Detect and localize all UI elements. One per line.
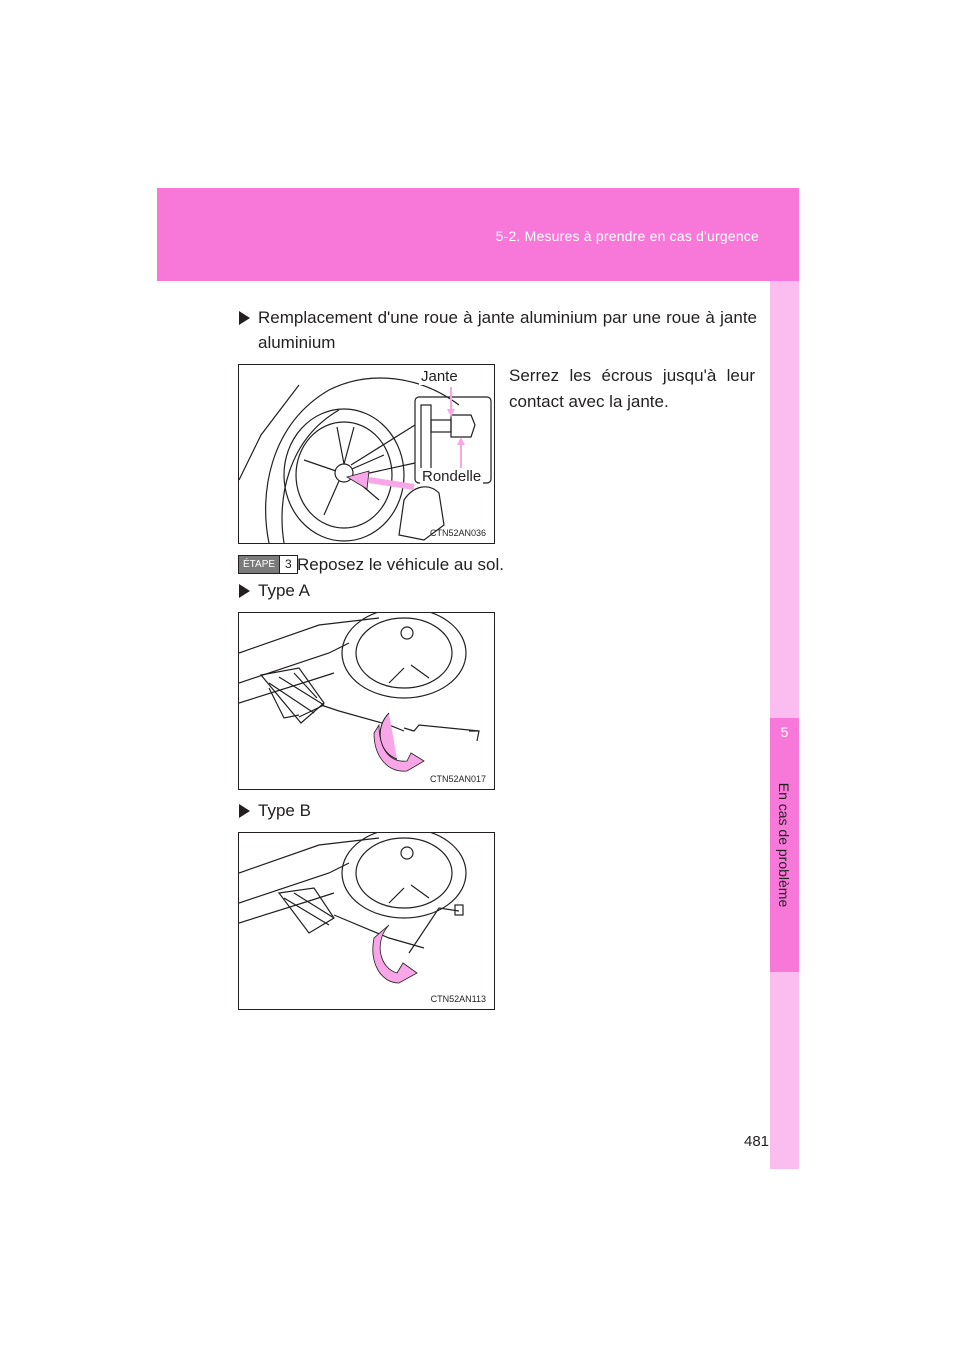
bullet-type-b: Type B (239, 798, 439, 823)
figure-code: CTN52AN017 (429, 774, 486, 784)
figure-jack-type-b: CTN52AN113 (238, 832, 495, 1010)
jack-type-b-illustration (239, 833, 467, 984)
bullet-alloy-wheel: Remplacement d'une roue à jante aluminiu… (239, 305, 757, 355)
step-number: 3 (279, 556, 297, 573)
bullet-text: Type A (258, 581, 310, 600)
label-jante: Jante (419, 368, 460, 385)
wheel-nut-illustration (239, 377, 492, 543)
bullet-type-a: Type A (239, 578, 439, 603)
step-text: Reposez le véhicule au sol. (297, 555, 504, 574)
section-title: 5-2. Mesures à prendre en cas d'urgence (495, 228, 759, 244)
bullet-text: Type B (258, 801, 311, 820)
figure-code: CTN52AN113 (430, 994, 486, 1004)
label-rondelle: Rondelle (420, 468, 484, 485)
figure-code: CTN52AN036 (429, 528, 486, 538)
chapter-title: En cas de problème (776, 782, 792, 908)
page-number: 481 (744, 1133, 770, 1150)
instruction-text: Serrez les écrous jusqu'à leur contact a… (509, 366, 755, 411)
bullet-arrow-icon (239, 584, 250, 598)
jack-type-a-illustration (239, 613, 480, 772)
step-badge: ÉTAPE 3 (238, 555, 298, 574)
bullet-text: Remplacement d'une roue à jante aluminiu… (258, 308, 757, 352)
header-band: 5-2. Mesures à prendre en cas d'urgence (157, 188, 799, 281)
chapter-number: 5 (780, 724, 789, 740)
figure-jack-type-a: CTN52AN017 (238, 612, 495, 790)
bullet-arrow-icon (239, 804, 250, 818)
bullet-arrow-icon (239, 311, 250, 325)
step-label: ÉTAPE (239, 556, 280, 573)
chapter-tab[interactable]: 5 (770, 718, 799, 972)
figure-wheel-nuts: Jante Rondelle CTN52AN036 (238, 364, 495, 544)
